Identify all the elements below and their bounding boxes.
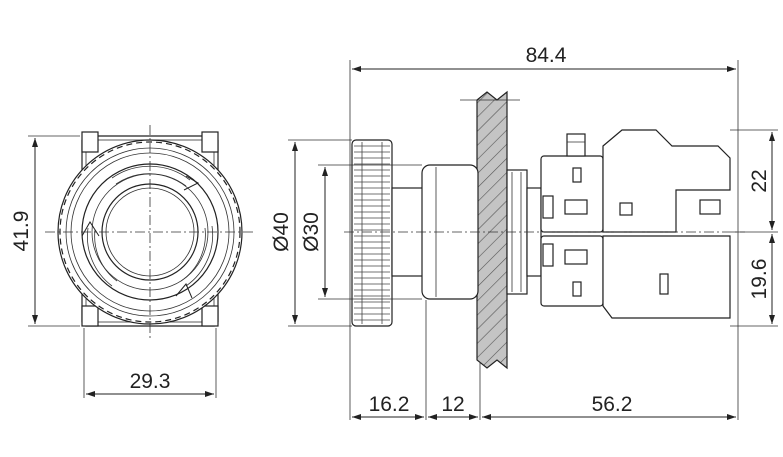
overall-length-label: 84.4 bbox=[526, 44, 567, 67]
lower-block-label: 19.6 bbox=[748, 259, 771, 300]
dimension-lower-block: 19.6 bbox=[730, 234, 778, 327]
dimension-head-length: 16.2 bbox=[352, 393, 424, 420]
knurled-collar bbox=[351, 139, 393, 327]
dimension-diameter-outer: Ø40 bbox=[270, 139, 352, 327]
front-height-label: 41.9 bbox=[10, 211, 33, 252]
front-view: 41.9 29.3 bbox=[10, 125, 255, 398]
dimension-diameter-inner: Ø30 bbox=[300, 164, 422, 300]
dimension-overall-length: 84.4 bbox=[352, 44, 736, 72]
head-length-label: 16.2 bbox=[369, 393, 410, 416]
side-view: 84.4 Ø40 Ø30 16.2 12 56.2 bbox=[270, 44, 778, 420]
dimension-height: 41.9 bbox=[10, 135, 80, 327]
diameter-outer-label: Ø40 bbox=[270, 212, 293, 252]
rotation-arrows-icon bbox=[81, 165, 214, 299]
body-length-label: 56.2 bbox=[592, 393, 633, 416]
front-width-label: 29.3 bbox=[130, 370, 171, 393]
panel-gap-label: 12 bbox=[441, 393, 464, 416]
upper-block-label: 22 bbox=[748, 169, 771, 192]
dimension-width: 29.3 bbox=[83, 328, 217, 398]
contact-block-upper bbox=[540, 129, 731, 233]
diameter-inner-label: Ø30 bbox=[300, 212, 323, 252]
dimension-panel-gap: 12 bbox=[428, 393, 478, 420]
dimension-upper-block: 22 bbox=[730, 129, 778, 233]
contact-block-lower bbox=[540, 235, 731, 319]
dimension-body-length: 56.2 bbox=[482, 393, 736, 420]
